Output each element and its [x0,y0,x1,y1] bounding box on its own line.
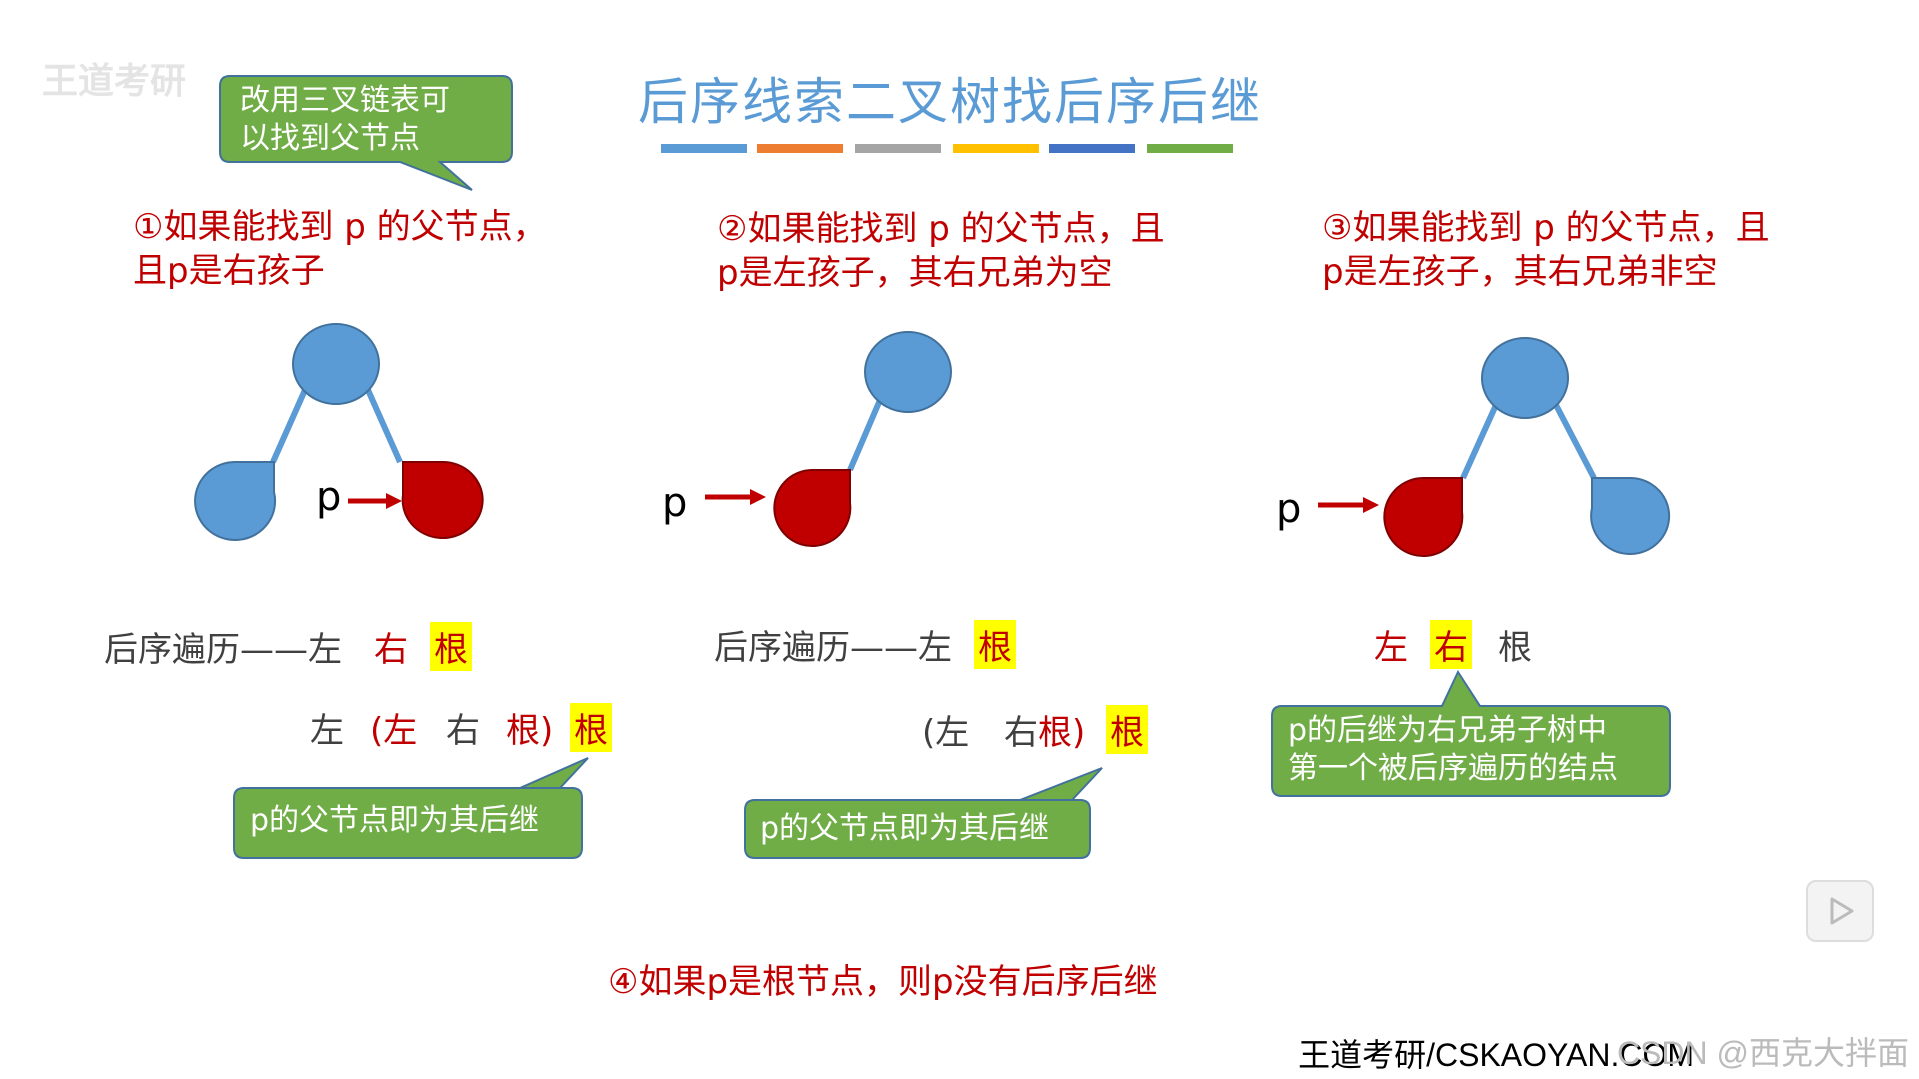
tree1-left-node [194,461,277,541]
case1-line-2: 且p是右孩子 [133,251,325,291]
trav1-l2-root: 根 [570,703,612,752]
watermark-logo: 王道考研 [42,61,187,102]
play-icon [1830,897,1854,925]
callout-top-line-2: 以找到父节点 [240,121,420,156]
case1-traversal-line2: 左 (左 右 根) 根 [310,703,620,752]
arrow-right-icon [386,493,402,509]
arrow-right-icon [1363,497,1379,513]
case3-description: ③如果能找到 p 的父节点，且 p是左孩子，其右兄弟非空 [1322,206,1770,294]
tree1-edge-left [270,388,308,464]
trav2-l2-sub-left: (左 [922,713,970,753]
color-bar-5 [1049,144,1135,153]
callout-top-text: 改用三叉链表可 以找到父节点 [240,82,450,158]
trav2-l1-root: 根 [974,620,1016,669]
trav1-l2-left: 左 [310,711,344,751]
callout-c2-shape [744,767,1103,859]
trav3-l1-left: 左 [1374,628,1408,668]
callout-c2-text: p的父节点即为其后继 [760,811,1050,846]
tree3-edge-left [1460,403,1499,480]
callout-c3-line-2: 第一个被后序遍历的结点 [1288,751,1618,786]
case2-line-1: ②如果能找到 p 的父节点，且 [717,209,1165,249]
tree3-root-node [1481,337,1569,419]
footer-brand: 王道考研/CSKAOYAN.COM [1298,1037,1694,1073]
tree1-root-node [292,323,380,405]
trav1-l1-root: 根 [430,622,472,671]
callout-c1-text: p的父节点即为其后继 [250,803,540,838]
case2-traversal-line1: 后序遍历——左 根 [714,620,1034,669]
trav1-l1-right: 右 [374,630,408,670]
callout-top-shape [219,75,513,191]
slide-title: 后序线索二叉树找后序后继 [638,73,1262,131]
tree1-p-label: p [316,474,341,520]
case4-description: ④如果p是根节点，则p没有后序后继 [608,962,1158,1002]
tree1-p-node [401,460,484,539]
trav1-l1-prefix: 后序遍历——左 [104,630,342,670]
tree3-p-label: p [1276,486,1301,532]
color-bar-2 [757,144,843,153]
case3-line-1: ③如果能找到 p 的父节点，且 [1322,208,1770,248]
case2-traversal-line2: (左 右 根) 根 [922,705,1152,754]
color-bar-4 [953,144,1039,153]
color-bar-3 [855,144,941,153]
callout-c1-shape [233,757,589,859]
case3-traversal-line1: 左 右 根 [1374,620,1574,669]
trav2-l2-root: 根 [1106,705,1148,754]
case3-line-2: p是左孩子，其右兄弟非空 [1322,252,1718,292]
tree3-right-node [1590,477,1671,555]
trav3-l1-right: 右 [1430,620,1472,669]
trav1-l2-sub-right: 右 [446,711,480,751]
case1-description: ①如果能找到 p 的父节点， 且p是右孩子 [133,205,547,293]
trav2-l1-prefix: 后序遍历——左 [714,628,952,668]
color-bar-6 [1147,144,1233,153]
case1-line-1: ①如果能找到 p 的父节点， [133,207,547,247]
trav1-l2-sub-root: 根) [506,711,554,751]
callout-top-line-1: 改用三叉链表可 [240,83,450,118]
tree1-edge-right [365,388,403,464]
tree2-p-label: p [662,480,687,526]
tree2-root-node [864,331,952,413]
color-bar-1 [661,144,747,153]
case2-line-2: p是左孩子，其右兄弟为空 [717,253,1113,293]
arrow-right-icon [750,489,766,505]
callout-c3-text: p的后继为右兄弟子树中 第一个被后序遍历的结点 [1288,712,1618,788]
tree3-edge-right [1553,403,1597,480]
case1-traversal-line1: 后序遍历——左 右 根 [104,622,484,671]
case2-description: ②如果能找到 p 的父节点，且 p是左孩子，其右兄弟为空 [717,207,1165,295]
callout-c3-shape [1271,669,1671,797]
tree3-p-node [1383,477,1464,557]
tree2-p-node [773,469,852,547]
csdn-watermark: CSDN @西克大拌面 [1616,1035,1909,1071]
play-button[interactable] [1806,880,1874,942]
trav3-l1-root: 根 [1498,628,1532,668]
tree2-edge-left [847,398,883,472]
trav1-l2-sub-left: (左 [370,711,418,751]
trav2-l2-sub-right: 右 [1004,713,1038,753]
callout-c3-line-1: p的后继为右兄弟子树中 [1288,713,1608,748]
trav2-l2-sub-root: 根) [1038,713,1086,753]
